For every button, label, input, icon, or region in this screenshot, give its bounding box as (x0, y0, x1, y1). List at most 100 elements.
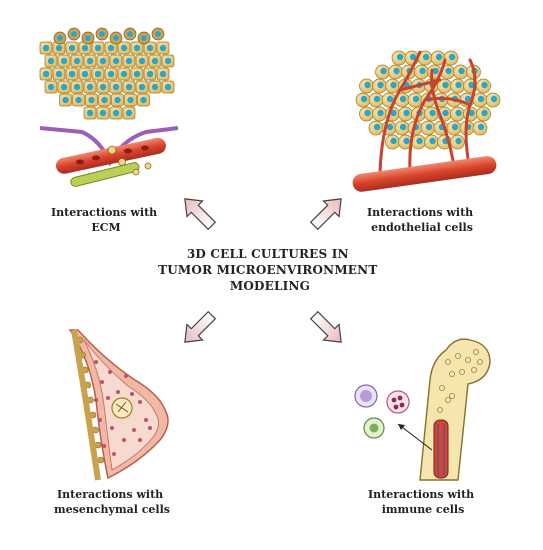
cell-nucleus (164, 57, 172, 65)
cell-nucleus (94, 70, 102, 78)
immune-cell-granulocyte (386, 390, 410, 414)
trabecula (472, 348, 480, 356)
trabecula (476, 358, 484, 366)
mesenchymal-caption: Interactions with mesenchymal cells (54, 488, 170, 516)
bone-marrow-vessels (437, 424, 445, 476)
stromal-dot (138, 438, 142, 442)
stromal-dot (130, 392, 134, 396)
bone-shaft (419, 338, 491, 481)
cell-nucleus (73, 57, 81, 65)
mesenchymal-illustration (68, 329, 169, 481)
cell-nucleus (141, 35, 147, 41)
cell-nucleus (425, 123, 433, 131)
cell-nucleus (151, 57, 159, 65)
cell-nucleus (86, 109, 94, 117)
cell-nucleus (99, 57, 107, 65)
cell-nucleus (113, 35, 119, 41)
trabecula (444, 358, 452, 366)
immune-illustration (354, 338, 491, 481)
cell-nucleus (455, 81, 462, 89)
cell-nucleus (481, 109, 488, 117)
cell-nucleus (114, 96, 121, 104)
trabecula (444, 396, 452, 404)
cell-nucleus (399, 95, 407, 103)
migrating-cells (107, 145, 152, 176)
endothelial-tumor-spheroid (355, 50, 501, 150)
cell-nucleus (458, 67, 465, 75)
ecm-illustration (39, 27, 179, 187)
rib-dot (94, 441, 102, 449)
cell-nucleus (55, 44, 63, 52)
cell-nucleus (377, 81, 384, 89)
immune-pointer-arrowhead (398, 424, 405, 430)
cell-nucleus (112, 83, 120, 91)
cell-nucleus (432, 67, 439, 75)
cell-nucleus (81, 44, 89, 52)
cell-nucleus (393, 67, 400, 75)
stromal-dot (100, 380, 104, 384)
cell-nucleus (125, 83, 133, 91)
immune-pointer-arrow (397, 423, 433, 451)
endothelial-caption: Interactions with endothelial cells (367, 206, 477, 234)
trabecula (448, 370, 456, 378)
cell-nucleus (47, 57, 55, 65)
stromal-dot (144, 418, 148, 422)
cell-nucleus (112, 57, 120, 65)
arrow-to-immune (309, 310, 342, 343)
mesenchymal-caption-line-2: mesenchymal cells (54, 503, 170, 516)
ecm-caption: Interactions with ECM (51, 206, 161, 234)
cell-nucleus (60, 57, 68, 65)
stromal-dot (112, 452, 116, 456)
cell-nucleus (155, 31, 161, 37)
stromal-dot (94, 398, 98, 402)
cell-nucleus (140, 96, 147, 104)
cell-nucleus (373, 95, 381, 103)
stromal-dot (132, 428, 136, 432)
granulocyte-nucleus (391, 395, 405, 410)
cell-nucleus (403, 137, 410, 145)
cell-nucleus (435, 53, 443, 61)
cell-nucleus (146, 44, 154, 52)
cell-nucleus (99, 109, 107, 117)
stromal-dot (148, 426, 152, 430)
tumor-lobule-detail (115, 401, 129, 413)
stromal-dot (110, 426, 114, 430)
cell-nucleus (127, 96, 134, 104)
cell-nucleus (360, 95, 368, 103)
cell-nucleus (85, 35, 91, 41)
cell-nucleus (68, 44, 76, 52)
endothelial-blood-vessel (352, 156, 497, 192)
ecm-blood-vessel (56, 137, 166, 174)
trabecula (464, 356, 472, 364)
stromal-dot (116, 390, 120, 394)
cell-nucleus (151, 83, 159, 91)
endothelial-illustration (352, 50, 501, 192)
rib-dot (97, 456, 105, 464)
cell-nucleus (429, 137, 436, 145)
cell-nucleus (138, 83, 146, 91)
trabecula (448, 392, 456, 400)
cell-nucleus (146, 70, 154, 78)
cell-nucleus (373, 123, 381, 131)
cell-nucleus (125, 109, 133, 117)
mesenchymal-caption-line-1: Interactions with (57, 488, 163, 501)
stromal-dot (106, 396, 110, 400)
cell-nucleus (386, 123, 394, 131)
center-title-line-1: 3D CELL CULTURES IN (187, 247, 349, 261)
trabecula (470, 366, 478, 374)
cell-nucleus (133, 44, 141, 52)
stromal-dot (124, 374, 128, 378)
vessel-red-cells (76, 145, 149, 165)
stromal-dot (108, 370, 112, 374)
ecm-tumor-cells (39, 27, 175, 120)
cell-nucleus (127, 31, 133, 37)
cell-nucleus (390, 137, 397, 145)
cell-nucleus (99, 83, 107, 91)
arrow-to-endothelial (309, 198, 342, 231)
bone-marrow-cavity (433, 419, 449, 479)
ecm-lymph-vessel (70, 162, 140, 187)
cell-nucleus (403, 109, 410, 117)
center-title-line-2: TUMOR MICROENVIRONMENT (158, 263, 377, 277)
cell-nucleus (88, 96, 95, 104)
chest-wall (71, 329, 101, 481)
